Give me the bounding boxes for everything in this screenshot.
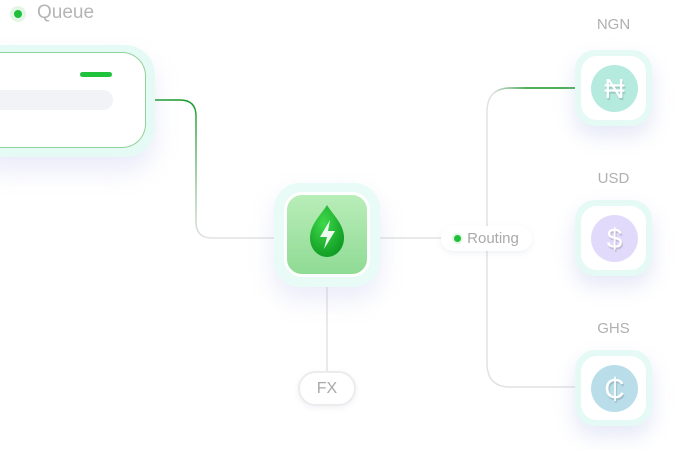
currency-node-ghs[interactable]: ₵ [575, 350, 652, 426]
hub-node-inner [284, 192, 370, 277]
queue-status-bar [80, 72, 112, 77]
currency-label-usd: USD [597, 170, 630, 187]
currency-label-ngn: NGN [596, 16, 631, 33]
currency-node-usd[interactable]: $ [575, 200, 652, 276]
lightning-drop-icon [310, 205, 344, 257]
naira-icon: ₦ [591, 65, 638, 112]
queue-label: Queue [37, 2, 95, 23]
routing-label: Routing [467, 230, 519, 247]
fx-node[interactable]: FX [298, 371, 356, 406]
dollar-icon: $ [591, 215, 638, 262]
routing-status-dot [454, 235, 462, 242]
currency-label-ghs: GHS [597, 320, 630, 337]
queue-placeholder-bar [0, 90, 113, 110]
currency-node-ngn[interactable]: ₦ [575, 50, 652, 126]
routing-node[interactable]: Routing [441, 226, 532, 251]
queue-status-dot [10, 6, 26, 22]
cedi-icon: ₵ [591, 365, 638, 412]
